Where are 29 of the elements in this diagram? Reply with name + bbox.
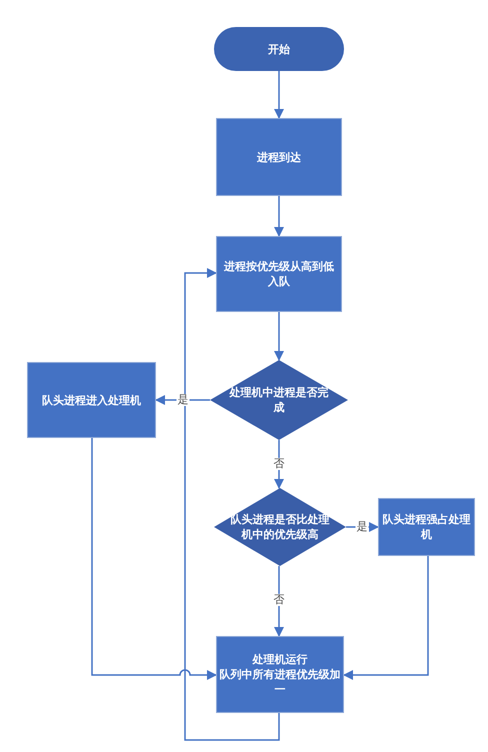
arrow (184, 268, 280, 741)
arrow (343, 556, 429, 680)
edge-label: 是 (356, 521, 368, 533)
node-text: 开始 (268, 42, 290, 56)
edge-label: 是 (176, 394, 190, 406)
process-box (216, 236, 342, 312)
node-text: 进程按优先级从高到低入队 (222, 259, 335, 289)
node-text: 处理机中进程是否完成 (229, 385, 329, 415)
process-box (216, 118, 342, 196)
arrow (91, 438, 217, 680)
arrow (274, 312, 284, 361)
decision-diamond (214, 488, 346, 566)
decision-diamond (210, 360, 348, 440)
process-box (27, 362, 156, 438)
arrow (274, 196, 284, 237)
arrow (346, 522, 379, 532)
node-text: 处理机运行 (252, 652, 308, 667)
process-box (216, 636, 344, 713)
node-text: 进程到达 (257, 150, 301, 164)
arrow (274, 566, 284, 637)
edge-label: 否 (272, 594, 286, 606)
start-terminal (214, 27, 344, 71)
edge-label: 否 (272, 458, 286, 470)
node-text: 队列中所有进程优先级加一 (218, 667, 342, 697)
process-box (378, 498, 475, 556)
arrow (155, 395, 210, 405)
node-text: 队头进程强占处理机 (382, 512, 472, 542)
arrow (274, 71, 284, 119)
node-text: 队头进程进入处理机 (42, 392, 141, 408)
